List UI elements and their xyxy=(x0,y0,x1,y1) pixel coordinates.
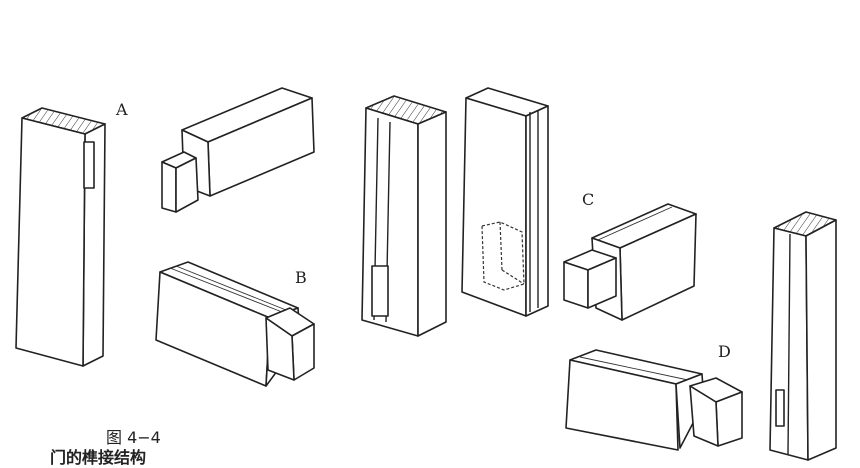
label-c: C xyxy=(582,190,595,209)
d-tenon-rail xyxy=(565,349,743,451)
a-tenon-rail xyxy=(161,87,315,213)
a-mortise-slot xyxy=(83,141,95,189)
d-mortise-slot xyxy=(775,389,785,427)
label-d: D xyxy=(718,342,731,361)
figure-number: 图 4−4 xyxy=(106,428,161,447)
b-grooved-rail xyxy=(155,261,315,387)
c-right-stile xyxy=(461,87,549,317)
c-hidden-mortise xyxy=(481,221,525,291)
d-stile xyxy=(769,211,837,461)
c-tenon-rail xyxy=(563,203,697,321)
label-a: A xyxy=(116,100,128,119)
c-left-mortise xyxy=(371,265,389,317)
a-mortise-stile xyxy=(15,107,106,367)
c-left-stile xyxy=(361,95,447,337)
figure-title: 门的榫接结构 xyxy=(50,448,147,467)
label-b: B xyxy=(295,268,307,287)
